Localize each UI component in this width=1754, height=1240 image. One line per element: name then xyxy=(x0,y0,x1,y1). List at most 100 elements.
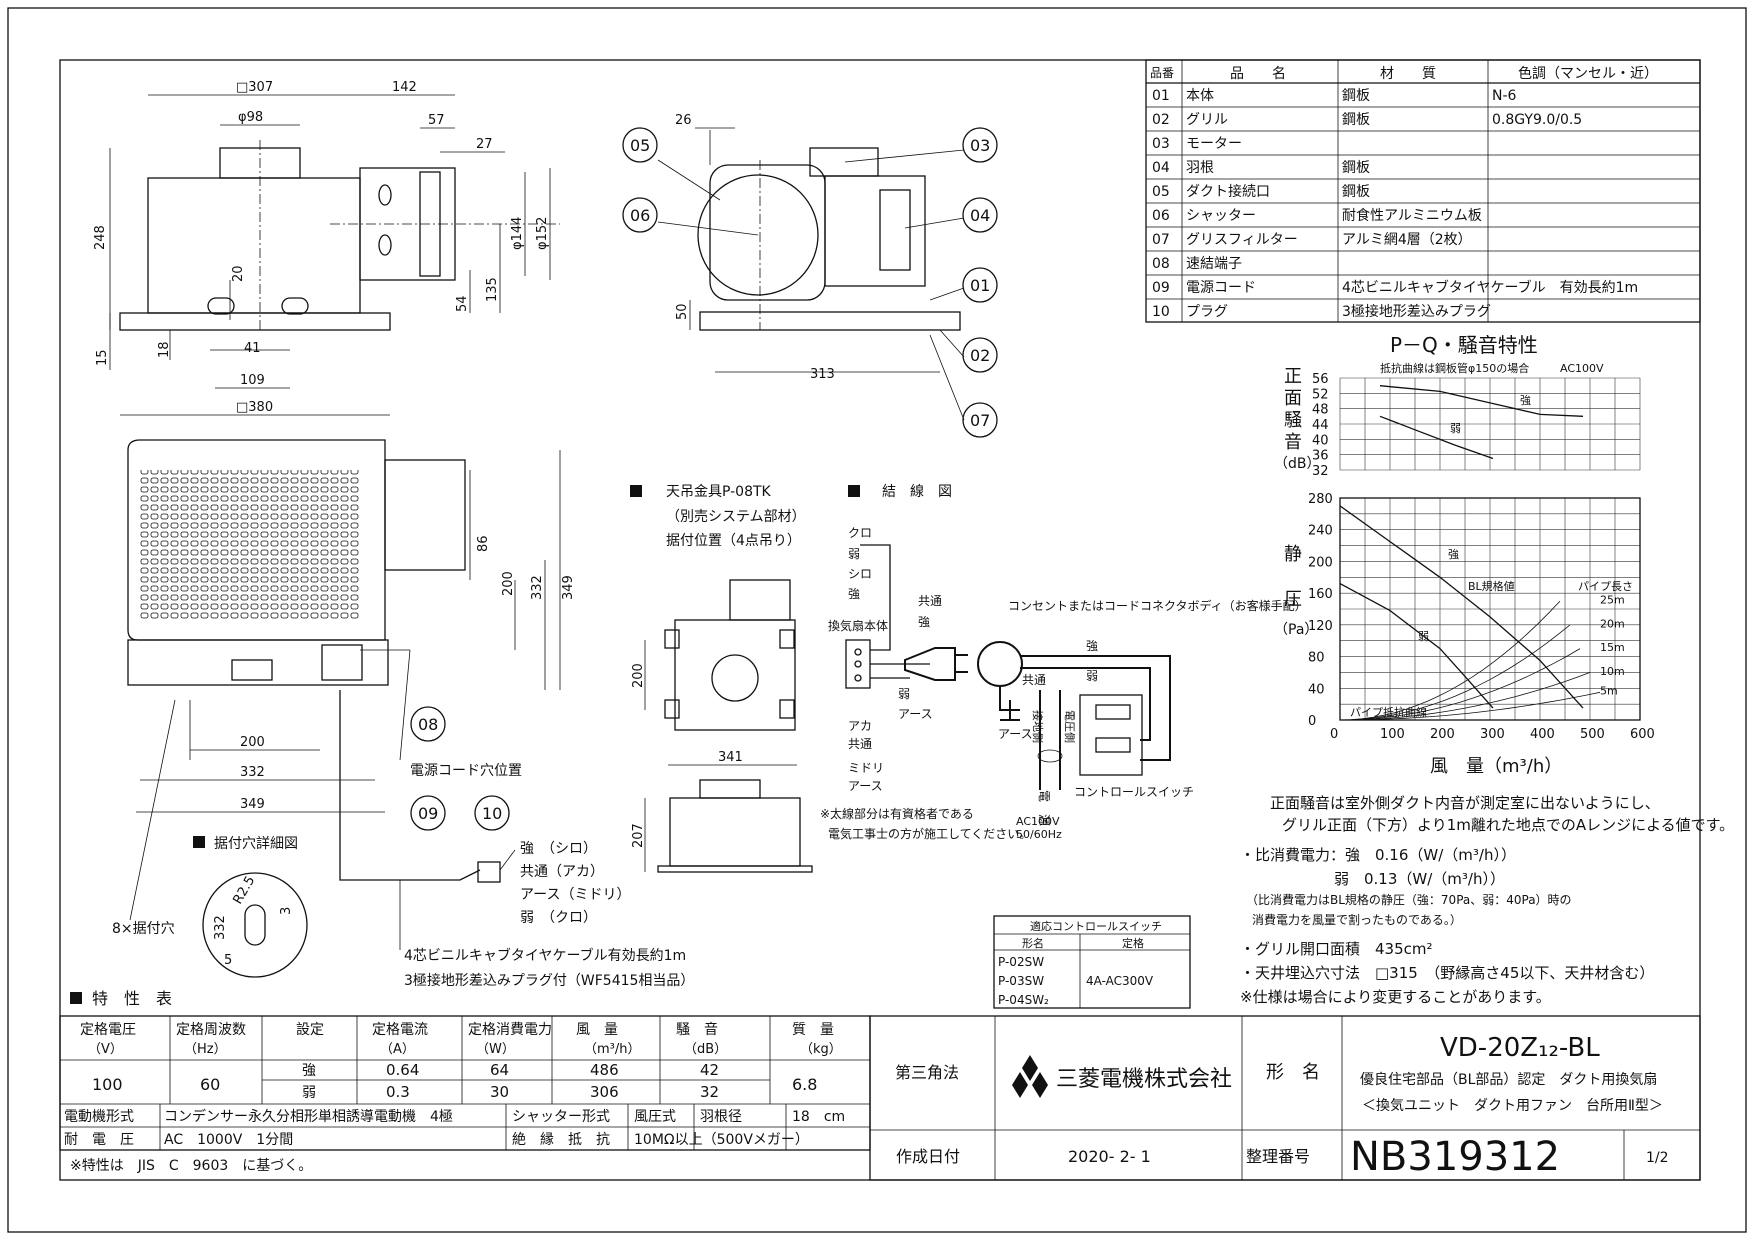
dim-26: 26 xyxy=(675,113,692,128)
hanger-200: 200 xyxy=(631,663,646,688)
dim-332: 332 xyxy=(240,765,265,780)
callout-number: 08 xyxy=(418,715,438,734)
pipe-len-label: パイプ長さ xyxy=(1578,580,1633,593)
dim-380: □380 xyxy=(236,400,273,415)
insulation-value: 10MΩ以上（500Vメガー） xyxy=(634,1132,809,1148)
pressure-unit: （Pa） xyxy=(1274,622,1318,638)
parts-cell: 鋼板 xyxy=(1342,112,1370,128)
pq-y-tick: 280 xyxy=(1308,492,1333,507)
callout-number: 01 xyxy=(970,276,990,295)
callout-circle xyxy=(962,267,998,303)
pq-y-tick: 200 xyxy=(1308,555,1333,570)
dim-41: 41 xyxy=(244,341,261,356)
pq-y-tick: 0 xyxy=(1308,714,1316,729)
spec-setting: 強 xyxy=(302,1063,316,1079)
date-label: 作成日付 xyxy=(896,1147,960,1166)
parts-cell: 05 xyxy=(1152,184,1170,200)
number-label: 整理番号 xyxy=(1246,1147,1310,1166)
pq-y-tick: 80 xyxy=(1308,651,1325,666)
callout-number: 09 xyxy=(418,804,438,823)
model-desc-1: 優良住宅部品（BL部品）認定 ダクト用換気扇 xyxy=(1360,1072,1657,1088)
spec-current: 0.64 xyxy=(386,1061,419,1079)
noise-note: 抵抗曲線は鋼板管φ150の場合 xyxy=(1380,361,1529,375)
parts-cell: 鋼板 xyxy=(1342,88,1370,104)
parts-cell: モーター xyxy=(1186,136,1242,152)
spec-flow: 306 xyxy=(590,1083,619,1101)
parts-cell: N-6 xyxy=(1492,88,1517,104)
parts-cell: 10 xyxy=(1152,304,1170,320)
w-aka-common: 共通 xyxy=(848,737,872,751)
noise-tick: 36 xyxy=(1312,449,1329,464)
noise-unit: （dB） xyxy=(1274,456,1321,472)
mount-r: R2.5 xyxy=(230,874,258,907)
pipe-length-label: 5m xyxy=(1600,685,1618,698)
company-name: 三菱電機株式会社 xyxy=(1056,1067,1232,1092)
spec-header-unit: （V） xyxy=(88,1042,123,1057)
dim-135: 135 xyxy=(485,277,500,302)
spec-noise: 42 xyxy=(700,1061,719,1079)
parts-header-name: 品 名 xyxy=(1230,66,1286,82)
pq-series-line xyxy=(1339,583,1494,709)
w-earth: アース xyxy=(898,707,933,721)
mount-hole-count: 8×据付穴 xyxy=(112,921,175,937)
spec-current: 0.3 xyxy=(386,1083,410,1101)
w-aka: アカ xyxy=(848,719,872,733)
pq-chart: P－Q・騒音特性 正 面 騒 音 （dB） 抵抗曲線は鋼板管φ150の場合 AC… xyxy=(1274,333,1655,777)
dim-152: φ152 xyxy=(535,217,550,250)
dim-109: 109 xyxy=(240,373,265,388)
dim-50: 50 xyxy=(675,303,690,320)
callout-circle xyxy=(962,402,998,438)
note-grille: ・グリル開口面積 435cm² xyxy=(1240,940,1433,958)
wire-kuro: クロ xyxy=(848,526,872,540)
hanger-line2: （別売システム部材） xyxy=(666,509,806,525)
parts-cell: 速結端子 xyxy=(1186,256,1242,272)
spec-header-unit: （Hz） xyxy=(184,1042,227,1057)
dim-144: φ144 xyxy=(510,217,525,250)
note-ceiling: ・天井埋込穴寸法 □315 （野縁高さ45以下、天井材含む） xyxy=(1240,964,1654,982)
notes: 正面騒音は室外側ダクト内音が測定室に出ないようにし、 グリル正面（下方）より1m… xyxy=(1240,794,1734,1006)
switch-model-1: P-02SW xyxy=(998,955,1044,969)
callout-number: 05 xyxy=(630,136,650,155)
pq-weak-label: 弱 xyxy=(1418,630,1429,643)
pq-title: P－Q・騒音特性 xyxy=(1390,333,1538,357)
blade-label: 羽根径 xyxy=(700,1109,742,1125)
dim-142: 142 xyxy=(392,80,417,95)
plug-label-weak: 弱 （クロ） xyxy=(520,910,597,926)
noise-tick: 44 xyxy=(1312,418,1329,433)
shutter-value: 風圧式 xyxy=(634,1109,676,1125)
mount-332: 332 xyxy=(213,915,228,940)
pq-x-tick: 400 xyxy=(1530,727,1555,742)
wiring-note-2: 電気工事士の方が施工してください。 xyxy=(828,826,1031,841)
shutter-label: シャッター形式 xyxy=(512,1109,610,1125)
cord-note-1: 4芯ビニルキャブタイヤケーブル有効長約1m xyxy=(404,947,686,964)
spec-header: 定格電圧 xyxy=(80,1022,136,1038)
parts-cell: ダクト接続口 xyxy=(1186,183,1270,200)
page-number: 1/2 xyxy=(1646,1150,1669,1166)
pq-strong-label: 強 xyxy=(1448,548,1459,561)
noise-ac: AC100V xyxy=(1560,362,1604,375)
spec-voltage: 100 xyxy=(92,1075,123,1094)
mitsubishi-logo-icon xyxy=(1012,1055,1048,1098)
power-label: 電 源 xyxy=(1037,790,1051,826)
switch-col2: 定格 xyxy=(1122,936,1144,950)
noise-label-2: 面 xyxy=(1284,388,1302,409)
dim-86: 86 xyxy=(476,535,491,552)
top-view: □307 142 φ98 57 27 248 φ144 φ152 20 54 1… xyxy=(93,80,560,416)
note-power-weak: 弱 0.13（W/（m³/h）） xyxy=(1334,870,1505,888)
parts-cell: 02 xyxy=(1152,112,1170,128)
front-view: 86 200 332 349 200 332 349 電源コード穴位置 8×据付… xyxy=(112,439,694,989)
w-midori-earth: アース xyxy=(848,779,883,793)
model-desc-2: ＜換気ユニット ダクト用ファン 台所用Ⅱ型＞ xyxy=(1362,1098,1663,1114)
parts-cell: 03 xyxy=(1152,136,1170,152)
spec-header-unit: （A） xyxy=(380,1042,415,1057)
spec-mass: 6.8 xyxy=(792,1075,817,1094)
spec-header-unit: （kg） xyxy=(800,1042,842,1057)
note-noise-2: グリル正面（下方）より1m離れた地点でのAレンジによる値です。 xyxy=(1282,816,1734,834)
dim-18: 18 xyxy=(157,341,172,358)
callout-circle xyxy=(622,197,658,233)
parts-cell: 4芯ビニルキャブタイヤケーブル 有効長約1m xyxy=(1342,279,1638,296)
wire-weak: 弱 xyxy=(848,547,860,561)
spec-header: 質 量 xyxy=(792,1022,834,1038)
pressure-label-2: 圧 xyxy=(1284,589,1302,610)
